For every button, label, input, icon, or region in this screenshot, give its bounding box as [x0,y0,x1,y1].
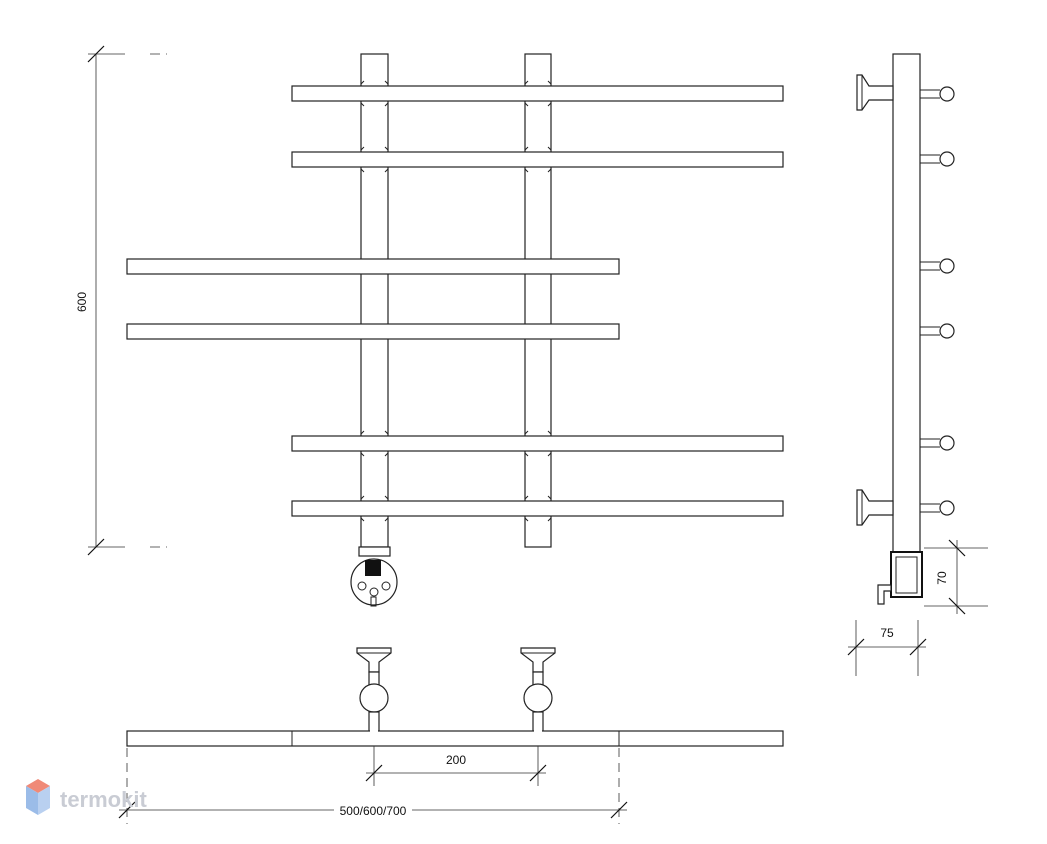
horizontal-bar-2 [291,151,784,168]
spacing-dimension: 200 [365,746,547,786]
right-riser [524,53,552,548]
width-label: 75 [880,626,894,640]
hexagon-cube-icon [26,779,50,815]
height-dimension: 600 [75,45,167,556]
spacing-label: 200 [446,753,466,767]
length-dimension: 500/600/700 [118,748,628,824]
termokit-logo: termokit [26,779,147,815]
side-bar-ends [920,86,955,516]
horizontal-bar-5 [291,435,784,452]
side-heater [877,551,923,605]
front-view: 600 [75,45,784,607]
horizontal-bar-6 [291,500,784,517]
wall-mount-bottom [856,489,894,526]
depth-label: 70 [935,571,949,585]
heating-element [350,546,398,607]
horizontal-bar-1 [291,85,784,102]
depth-dimension: 70 [924,539,988,615]
side-riser [892,53,921,555]
height-label: 600 [75,292,89,312]
weld-marks [360,80,552,522]
top-mount-left [356,647,392,733]
riser-section-left [359,683,389,713]
length-label: 500/600/700 [340,804,407,818]
horizontal-bar-4 [126,323,620,340]
width-dimension: 75 [847,620,927,676]
wall-mount-top [856,74,894,111]
top-bars [126,730,784,747]
heater-display [365,560,381,576]
riser-section-right [523,683,553,713]
top-mount-right [520,647,556,733]
left-riser [360,53,389,548]
side-view: 70 75 [847,53,988,676]
heater-body [350,558,398,606]
horizontal-bar-3 [126,258,620,275]
top-view: 200 500/600/700 [118,647,784,824]
logo-text: termokit [60,787,147,812]
